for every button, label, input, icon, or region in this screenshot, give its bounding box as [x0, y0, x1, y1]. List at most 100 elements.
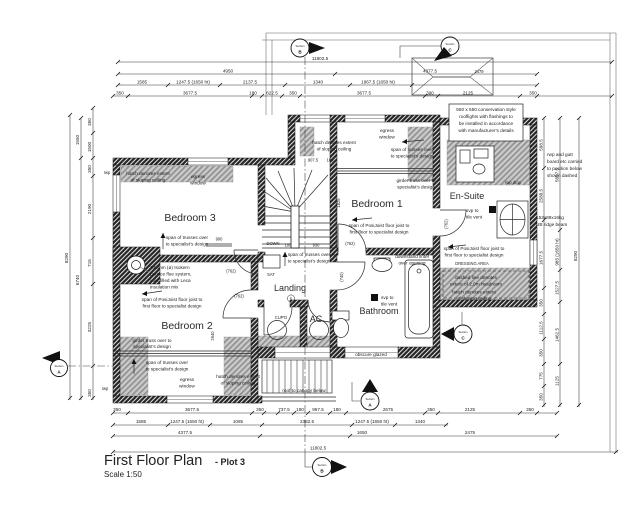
svg-text:board etc carried: board etc carried: [547, 159, 583, 164]
note-arrows: [131, 139, 467, 374]
section-letter: B: [320, 469, 324, 474]
landing-number: 5: [290, 296, 293, 301]
svg-text:6740: 6740: [75, 274, 80, 285]
svg-text:2125: 2125: [463, 91, 474, 96]
note-obscure-glazed: obscure glazed: [355, 352, 387, 357]
drawing-scale: Scale 1:50: [104, 470, 142, 479]
room-label-bathroom: Bathroom: [359, 306, 398, 316]
svg-text:1247.5 (1650 ht): 1247.5 (1650 ht): [176, 80, 210, 85]
hip-roof-plan: 2479: [411, 57, 494, 96]
svg-text:be installed in accordance: be installed in accordance: [459, 121, 514, 126]
section-marker-a-bottom: Section A: [360, 379, 380, 411]
section-marker-a-left: Section A: [42, 351, 68, 377]
section-word: Section: [55, 364, 64, 368]
svg-text:of sloping ceiling: of sloping ceiling: [221, 381, 256, 386]
room-label-bedroom2: Bedroom 2: [161, 320, 213, 332]
svg-text:2137.5: 2137.5: [243, 80, 257, 85]
note-sloping-b2: hatch denotes extent: [216, 374, 260, 379]
annotations: egress window hatch denotes extent of sl…: [102, 107, 583, 393]
section-letter: C: [461, 336, 465, 341]
basin: [371, 258, 393, 272]
svg-text:350: 350: [113, 407, 121, 412]
section-marker-c-top: Section C: [434, 36, 460, 61]
svg-text:2382.5: 2382.5: [300, 419, 314, 424]
note-rwp-gutter: rwp and gutt: [547, 152, 573, 157]
svg-text:UB ridge beam: UB ridge beam: [536, 222, 567, 227]
title-block: First Floor Plan - Plot 3 Scale 1:50: [104, 453, 245, 479]
svg-text:first floor to specialist desi: first floor to specialist design: [445, 253, 504, 258]
section-letter: B: [298, 50, 302, 55]
svg-text:1825: 1825: [336, 198, 341, 208]
svg-text:insulation mix: insulation mix: [150, 285, 179, 290]
walls: [112, 114, 538, 404]
svg-text:2125: 2125: [465, 407, 476, 412]
section-word: Section: [318, 463, 327, 467]
door-tag-b3: (762): [226, 269, 236, 274]
svg-text:100: 100: [285, 243, 293, 248]
svg-text:180: 180: [333, 407, 341, 412]
section-letter: A: [368, 403, 372, 408]
note-trusses-b2: span of trusses over: [146, 360, 189, 365]
note-trusses-b1: span of trusses over: [391, 147, 434, 152]
section-word: Section: [296, 44, 305, 48]
svg-text:void filled with Leca: void filled with Leca: [150, 278, 191, 283]
svg-text:350: 350: [289, 91, 297, 96]
section-marker-c-right: Section C: [441, 324, 473, 344]
svg-text:737.5: 737.5: [278, 407, 290, 412]
svg-text:180: 180: [249, 91, 257, 96]
svg-text:350: 350: [526, 407, 534, 412]
svg-text:rooflights with flashings to: rooflights with flashings to: [459, 114, 513, 119]
svg-text:350: 350: [427, 407, 435, 412]
stair-stringer: [290, 205, 300, 249]
note-svp-bath: svp to: [381, 295, 394, 300]
svg-text:350: 350: [539, 349, 544, 357]
svg-text:1247.5 (1650 ht): 1247.5 (1650 ht): [355, 419, 389, 424]
room-label-ac: AC: [310, 314, 323, 324]
svg-text:2475: 2475: [465, 430, 476, 435]
svg-text:to specialist's design: to specialist's design: [288, 259, 331, 264]
door-tag-b1: (762): [345, 241, 355, 246]
svg-text:tile vent: tile vent: [381, 302, 398, 307]
svg-text:985 (1650 ht): 985 (1650 ht): [555, 238, 560, 266]
section-letter: A: [57, 370, 61, 375]
section-word: Section: [366, 397, 375, 401]
svg-text:specialist's design: specialist's design: [397, 185, 435, 190]
room-label-bedroom1: Bedroom 1: [351, 198, 403, 210]
note-svp-ensuite: svp to: [466, 208, 479, 213]
svg-text:350: 350: [87, 389, 92, 397]
svg-text:3677.5: 3677.5: [183, 91, 197, 96]
svg-text:5897.5: 5897.5: [555, 168, 560, 182]
svg-text:window: window: [190, 181, 206, 186]
svg-text:of sloping ceiling: of sloping ceiling: [457, 296, 492, 301]
note-trusses-b3: span of trusses over: [166, 235, 209, 240]
svg-text:of sloping ceiling: of sloping ceiling: [317, 147, 352, 152]
section-word: Section: [446, 42, 455, 46]
svg-text:1112.5: 1112.5: [539, 321, 544, 335]
svg-text:of sloping ceiling: of sloping ceiling: [131, 178, 166, 183]
svg-text:first floor to specialist desi: first floor to specialist design: [350, 230, 409, 235]
room-label-landing: Landing: [274, 283, 306, 293]
svg-text:1247.5 (1650 ht): 1247.5 (1650 ht): [170, 419, 204, 424]
section-marker-b-top: Section B: [290, 38, 325, 58]
svg-text:1585: 1585: [136, 419, 147, 424]
dim-overall-bottom: 11802.5: [310, 446, 327, 451]
svg-text:4950: 4950: [223, 69, 234, 74]
note-flue: 235mm (ø) Isokern: [150, 265, 190, 270]
svg-text:350: 350: [529, 91, 537, 96]
drawing-plot: - Plot 3: [215, 457, 245, 467]
note-egress-b2: egress: [180, 377, 195, 382]
stair-down-label: DOWN: [267, 241, 280, 246]
note-rooflights: 550 x 550 conservation style: [456, 107, 516, 112]
svg-text:350: 350: [256, 407, 264, 412]
svg-text:622.5: 622.5: [266, 91, 278, 96]
svg-text:specialist's design: specialist's design: [133, 344, 171, 349]
svg-text:1125: 1125: [555, 376, 560, 386]
svg-text:350: 350: [116, 91, 124, 96]
bath-tub: [404, 259, 434, 339]
svg-text:to specialist's design: to specialist's design: [166, 242, 209, 247]
room-label-bedroom3: Bedroom 3: [164, 212, 216, 224]
svg-text:with manufacturer's details: with manufacturer's details: [458, 128, 514, 133]
note-canopy: roof to canopy below: [282, 388, 326, 393]
svg-text:3677.5: 3677.5: [357, 91, 371, 96]
